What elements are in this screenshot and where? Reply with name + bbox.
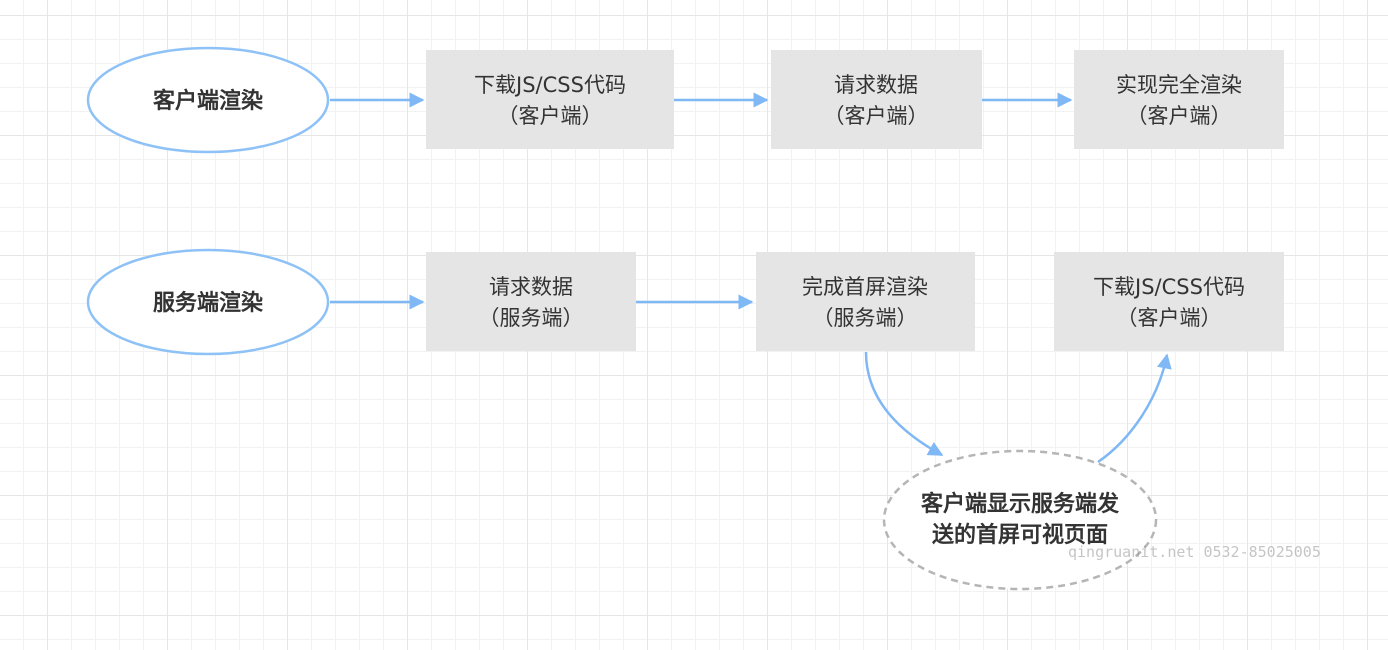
arrow-display-to-download — [1097, 353, 1172, 464]
server-box-render-line2: （服务端） — [813, 306, 918, 330]
server-box-render-line1: 完成首屏渲染 — [802, 275, 928, 299]
server-render-node: 服务端渲染 — [86, 248, 330, 356]
client-box-render: 实现完全渲染 （客户端） — [1074, 50, 1284, 149]
display-page-line1: 客户端显示服务端发 — [921, 491, 1120, 517]
server-box-download: 下载JS/CSS代码 （客户端） — [1054, 252, 1284, 351]
client-box-download-line1: 下载JS/CSS代码 — [474, 73, 626, 97]
client-render-label: 客户端渲染 — [153, 88, 263, 114]
server-render-label: 服务端渲染 — [153, 290, 263, 316]
client-box-request-line2: （客户端） — [824, 104, 929, 128]
server-box-download-line1: 下载JS/CSS代码 — [1093, 275, 1245, 299]
client-box-download-line2: （客户端） — [498, 104, 603, 128]
server-box-download-line2: （客户端） — [1117, 306, 1222, 330]
server-box-request-line2: （服务端） — [479, 306, 584, 330]
client-box-render-line1: 实现完全渲染 — [1116, 73, 1242, 97]
arrow-render-to-display — [864, 351, 944, 457]
client-box-download: 下载JS/CSS代码 （客户端） — [426, 50, 674, 149]
display-page-line2: 送的首屏可视页面 — [932, 522, 1108, 548]
client-box-request-line1: 请求数据 — [834, 73, 918, 97]
client-render-node: 客户端渲染 — [86, 46, 330, 154]
server-box-render: 完成首屏渲染 （服务端） — [756, 252, 975, 351]
server-box-request-line1: 请求数据 — [489, 275, 573, 299]
client-box-request: 请求数据 （客户端） — [771, 50, 982, 149]
client-box-render-line2: （客户端） — [1127, 104, 1232, 128]
display-page-node: 客户端显示服务端发 送的首屏可视页面 — [882, 449, 1158, 591]
watermark-text: qingruanit.net 0532-85025005 — [1068, 543, 1321, 561]
server-box-request: 请求数据 （服务端） — [426, 252, 636, 351]
